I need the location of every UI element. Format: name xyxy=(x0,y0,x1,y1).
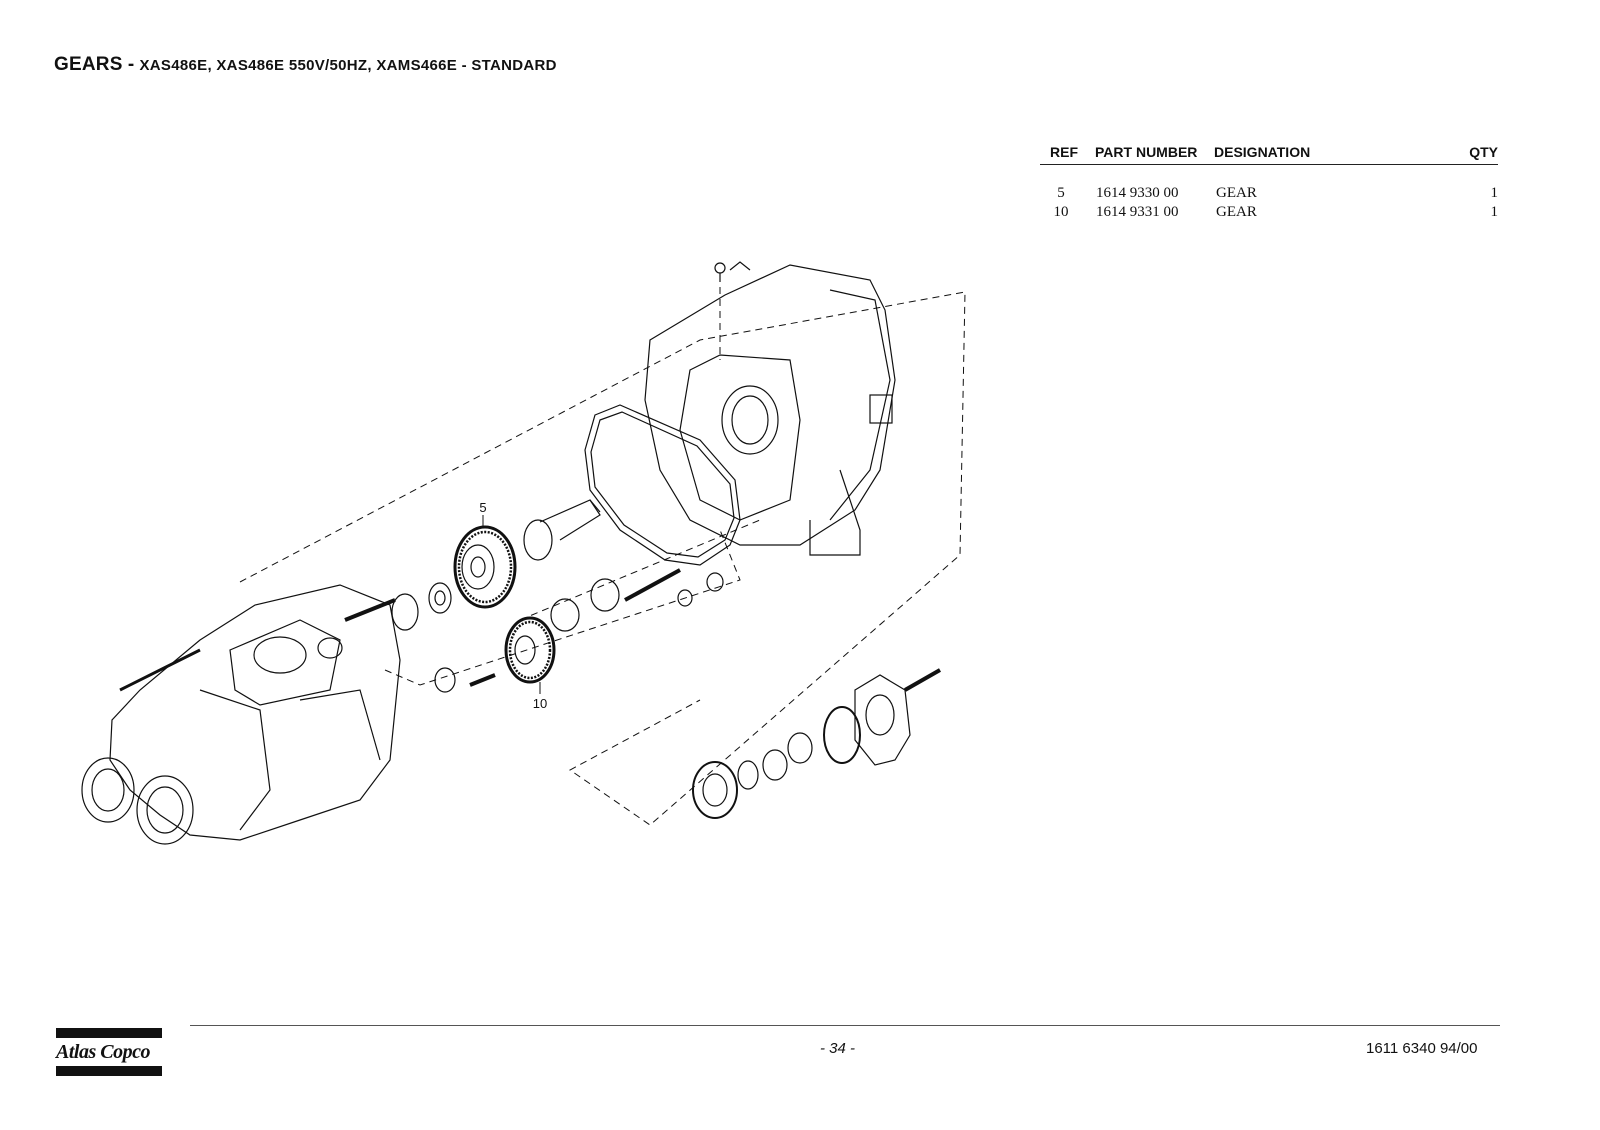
page-title: GEARS - XAS486E, XAS486E 550V/50HZ, XAMS… xyxy=(54,54,557,76)
page-number: - 34 - xyxy=(820,1040,856,1057)
logo-top-bar xyxy=(56,1028,162,1038)
col-ref-header: REF xyxy=(1050,144,1078,160)
col-designation-header: DESIGNATION xyxy=(1214,144,1311,160)
row-qty: 1 xyxy=(1490,204,1499,220)
title-models: XAS486E, XAS486E 550V/50HZ, XAMS466E - S… xyxy=(139,57,557,74)
logo-text: Atlas Copco xyxy=(56,1041,150,1063)
compressor-element xyxy=(81,584,401,845)
footer-divider xyxy=(190,1025,1500,1026)
document-number: 1611 6340 94/00 xyxy=(1366,1040,1478,1057)
housing-gasket xyxy=(584,404,741,566)
title-main: GEARS xyxy=(54,54,123,75)
callout-5: 5 xyxy=(479,500,487,528)
col-part-number-header: PART NUMBER xyxy=(1095,144,1198,160)
row-ref: 5 xyxy=(1057,185,1065,201)
row-qty: 1 xyxy=(1490,185,1499,201)
atlas-copco-logo: Atlas Copco xyxy=(56,1028,162,1076)
parts-table-header: REF PART NUMBER DESIGNATION QTY xyxy=(1040,140,1498,165)
gear-5 xyxy=(453,525,517,609)
logo-bottom-bar xyxy=(56,1066,162,1076)
input-shaft xyxy=(523,499,601,561)
bearing-stack xyxy=(692,668,941,819)
row-designation: GEAR xyxy=(1216,185,1257,201)
table-row: 10 1614 9331 00 GEAR 1 xyxy=(1040,204,1499,223)
col-qty-header: QTY xyxy=(1469,144,1498,160)
row-ref: 10 xyxy=(1053,204,1069,220)
row-designation: GEAR xyxy=(1216,204,1257,220)
dashed-guide-lines xyxy=(239,275,966,826)
callout-10: 10 xyxy=(533,682,547,711)
gear-housing xyxy=(644,261,896,556)
row-part-number: 1614 9330 00 xyxy=(1096,185,1179,201)
table-row: 5 1614 9330 00 GEAR 1 xyxy=(1040,185,1498,204)
title-separator: - xyxy=(122,54,140,75)
callout-label-5: 5 xyxy=(479,500,486,515)
parts-table: REF PART NUMBER DESIGNATION QTY 5 1614 9… xyxy=(1040,140,1498,223)
gear-10 xyxy=(504,616,556,684)
small-parts xyxy=(344,568,724,693)
callout-label-10: 10 xyxy=(533,696,547,711)
row-part-number: 1614 9331 00 xyxy=(1096,204,1179,220)
exploded-view-drawing: 5 10 xyxy=(81,261,966,845)
